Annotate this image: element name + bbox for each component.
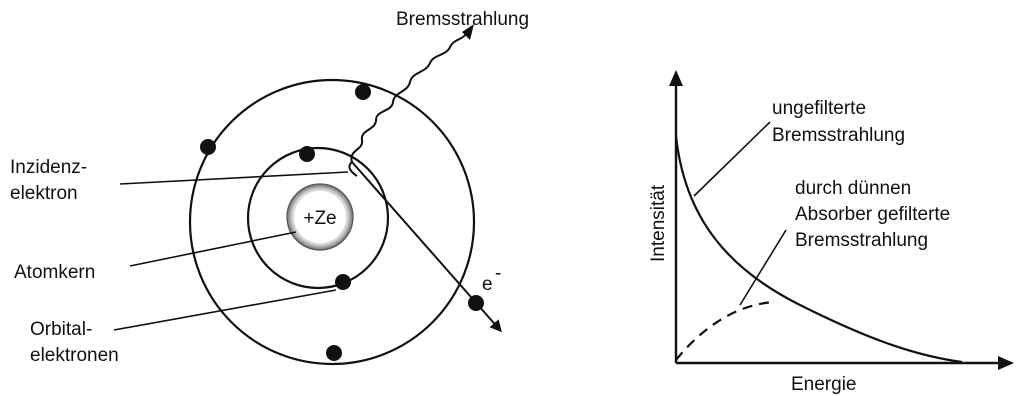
orbital-electron [355,84,371,100]
orbital-electron [299,146,315,162]
filtered-spectrum-curve [675,300,776,361]
electron-symbol: e [482,274,493,295]
orbital-electron [335,274,351,290]
x-axis-arrowhead [998,356,1014,370]
electron-charge: - [495,263,501,284]
bremsstrahlung-arrowhead [462,24,474,40]
unfiltered-spectrum-curve [674,135,963,364]
filtered-label-line2: Absorber gefilterte [795,204,950,225]
bremsstrahlung-photon-wave [350,33,467,163]
filtered-label-line1: durch dünnen [795,178,911,199]
nucleus: +Ze [286,183,354,251]
filtered-leader-line [739,229,787,306]
nucleus-leader-line [129,231,297,267]
y-axis-arrowhead [669,70,683,86]
orbital-electron [200,139,216,155]
y-axis-label: Intensität [648,184,669,262]
unfiltered-label-line2: Bremsstrahlung [772,125,905,146]
spectrum-graph: ungefilterte Bremsstrahlung durch dünnen… [648,70,1014,395]
unfiltered-leader-line [693,121,771,197]
orbital-electrons-label-line1: Orbital- [30,319,92,340]
unfiltered-label-line1: ungefilterte [772,98,866,119]
nucleus-charge-text: +Ze [303,208,336,229]
incident-electron-path [348,160,502,333]
nucleus-label: Atomkern [14,262,95,283]
atom-diagram: +Ze Bremsstrahlung Inzidenz- elektron At… [10,9,529,366]
orbital-leader-line [113,289,337,331]
orbital-electron [326,345,342,361]
incident-leader-line [119,171,349,185]
incident-electron-label-line1: Inzidenz- [10,157,87,178]
filtered-label-line3: Bremsstrahlung [795,230,928,251]
bremsstrahlung-label: Bremsstrahlung [396,9,529,30]
incident-electron-label-line2: elektron [10,183,78,204]
scattered-electron [468,295,484,311]
inner-orbit [246,146,390,290]
orbital-electrons-label-line2: elektronen [30,345,119,366]
x-axis-label: Energie [791,374,857,395]
outer-orbit [188,78,476,366]
